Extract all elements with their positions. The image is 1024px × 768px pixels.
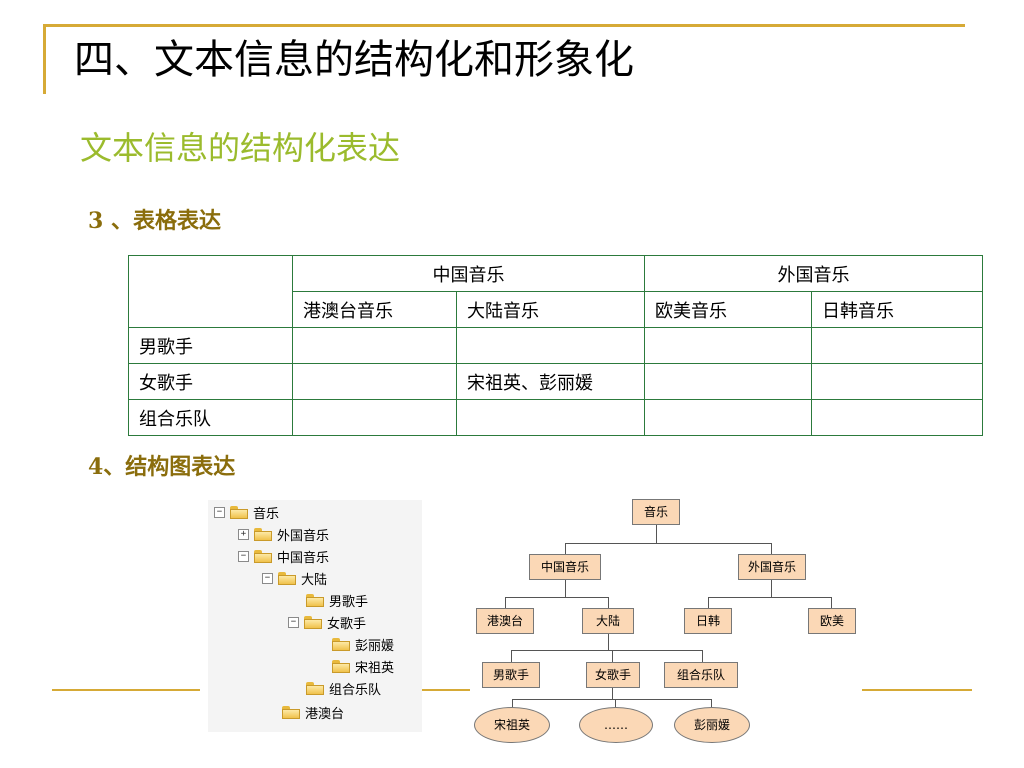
table-cell: [292, 363, 457, 400]
folder-tree-view: − 音乐 + 外国音乐 − 中国音乐 − 大陆 男歌手 − 女歌手 彭丽媛 宋祖…: [208, 500, 422, 732]
bottom-accent-line: [422, 689, 470, 691]
table-cell: [644, 399, 812, 436]
tree-node-label: 外国音乐: [277, 528, 330, 544]
tree-node[interactable]: − 中国音乐: [238, 546, 329, 566]
collapse-toggle-icon[interactable]: −: [262, 572, 273, 584]
top-accent-line: [43, 24, 965, 27]
diagram-node: 大陆: [582, 608, 634, 634]
left-accent-bar: [43, 24, 46, 94]
tree-node-label: 港澳台: [305, 706, 345, 722]
bottom-accent-line: [52, 689, 200, 691]
tree-node-label: 中国音乐: [277, 550, 330, 566]
tree-node[interactable]: − 音乐: [214, 502, 279, 522]
table-sub-header: 大陆音乐: [456, 291, 645, 328]
diagram-node: 欧美: [808, 608, 856, 634]
folder-icon: [306, 681, 324, 695]
diagram-node: 组合乐队: [664, 662, 738, 688]
expand-toggle-icon[interactable]: +: [238, 528, 249, 540]
tree-node-label: 音乐: [253, 506, 280, 522]
tree-node-label: 女歌手: [327, 616, 367, 632]
tree-node[interactable]: 男歌手: [306, 590, 368, 610]
table-row: 组合乐队: [128, 399, 983, 436]
tree-node-label: 组合乐队: [329, 682, 382, 698]
collapse-toggle-icon[interactable]: −: [214, 506, 225, 518]
diagram-node-root: 音乐: [632, 499, 680, 525]
table-cell: [644, 327, 812, 364]
table-group-header: 外国音乐: [644, 255, 983, 292]
table-row-label: 组合乐队: [128, 399, 293, 436]
folder-icon: [282, 705, 300, 719]
diagram-node: 中国音乐: [529, 554, 601, 580]
table-cell: [811, 327, 983, 364]
diagram-node: 女歌手: [586, 662, 640, 688]
folder-icon: [254, 527, 272, 541]
table-row: 男歌手: [128, 327, 983, 364]
table-cell: [811, 363, 983, 400]
table-cell: [292, 327, 457, 364]
tree-node[interactable]: 港澳台: [282, 702, 344, 722]
tree-node-label: 大陆: [301, 572, 328, 588]
slide-title: 四、文本信息的结构化和形象化: [74, 37, 634, 83]
music-table: 中国音乐 外国音乐 港澳台音乐 大陆音乐 欧美音乐 日韩音乐 男歌手 女歌手 宋…: [128, 255, 983, 436]
table-cell: 宋祖英、彭丽媛: [456, 363, 645, 400]
folder-icon: [332, 637, 350, 651]
table-row-label: 男歌手: [128, 327, 293, 364]
tree-node[interactable]: + 外国音乐: [238, 524, 329, 544]
tree-node-label: 男歌手: [329, 594, 369, 610]
tree-node-label: 宋祖英: [355, 660, 395, 676]
collapse-toggle-icon[interactable]: −: [238, 550, 249, 562]
diagram-oval-node: 宋祖英: [474, 707, 550, 743]
bottom-accent-line: [862, 689, 972, 691]
table-corner-cell: [128, 255, 293, 328]
diagram-node: 日韩: [684, 608, 732, 634]
tree-node[interactable]: 彭丽媛: [332, 634, 394, 654]
diagram-node: 外国音乐: [738, 554, 806, 580]
table-row: 女歌手 宋祖英、彭丽媛: [128, 363, 983, 400]
table-cell: [811, 399, 983, 436]
diagram-oval-node: 彭丽媛: [674, 707, 750, 743]
diagram-oval-node: ……: [579, 707, 653, 743]
section-diagram-heading: 4、结构图表达: [88, 454, 236, 480]
collapse-toggle-icon[interactable]: −: [288, 616, 299, 628]
table-sub-header: 日韩音乐: [811, 291, 983, 328]
folder-icon: [230, 505, 248, 519]
slide-subtitle: 文本信息的结构化表达: [80, 129, 401, 167]
tree-node[interactable]: − 大陆: [262, 568, 327, 588]
table-sub-header: 欧美音乐: [644, 291, 812, 328]
table-cell: [456, 327, 645, 364]
table-cell: [644, 363, 812, 400]
table-group-header: 中国音乐: [292, 255, 645, 292]
diagram-node: 港澳台: [476, 608, 534, 634]
folder-icon: [278, 571, 296, 585]
table-cell: [292, 399, 457, 436]
folder-icon: [306, 593, 324, 607]
table-row-label: 女歌手: [128, 363, 293, 400]
table-sub-header: 港澳台音乐: [292, 291, 457, 328]
tree-node[interactable]: 宋祖英: [332, 656, 394, 676]
diagram-node: 男歌手: [482, 662, 540, 688]
section-table-heading: 3 、表格表达: [88, 208, 221, 234]
tree-node[interactable]: − 女歌手: [288, 612, 366, 632]
tree-node-label: 彭丽媛: [355, 638, 395, 654]
folder-icon: [304, 615, 322, 629]
folder-icon: [332, 659, 350, 673]
tree-node[interactable]: 组合乐队: [306, 678, 381, 698]
table-cell: [456, 399, 645, 436]
folder-icon: [254, 549, 272, 563]
